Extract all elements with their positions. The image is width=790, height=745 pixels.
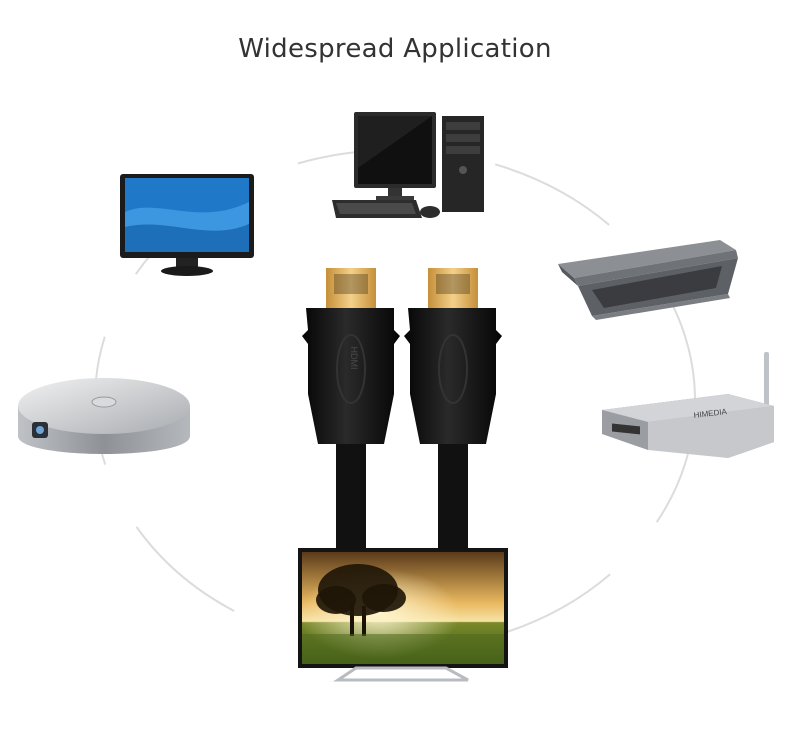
tv-box-brand-text: HIMEDIA [693,407,728,420]
tv-box-image: HIMEDIA [602,352,774,458]
monitor-image [120,174,254,276]
desktop-computer-image [332,112,484,218]
hdmi-connector-text: HDMI [349,347,359,370]
projector-image [18,378,190,454]
laptop-image [558,240,738,320]
hdmi-cable-image: HDMI [302,268,502,550]
television-image [298,548,508,682]
page-title: Widespread Application [238,34,552,64]
